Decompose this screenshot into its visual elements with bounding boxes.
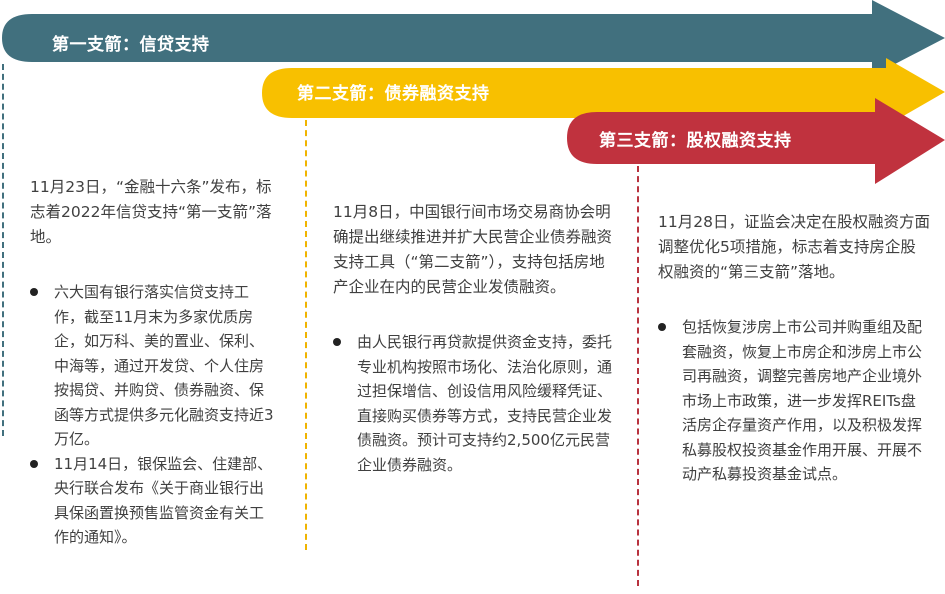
arrow-second <box>262 58 945 126</box>
arrow-second-label: 第二支箭：债券融资支持 <box>297 84 490 104</box>
column-second: 11月8日，中国银行间市场交易商协会明确提出继续推进并扩大民营企业债券融资支持工… <box>333 200 613 477</box>
column-second-intro: 11月8日，中国银行间市场交易商协会明确提出继续推进并扩大民营企业债券融资支持工… <box>333 203 613 296</box>
dash-first <box>2 64 4 436</box>
column-third: 11月28日，证监会决定在股权融资方面调整优化5项措施，标志着支持房企股权融资的… <box>658 210 930 487</box>
arrow-first-label: 第一支箭：信贷支持 <box>52 35 210 55</box>
arrow-third-shape <box>567 98 945 184</box>
bullet-dot-icon <box>30 288 38 296</box>
arrow-third <box>567 98 945 184</box>
bullet-text: 六大国有银行落实信贷支持工作，截至11月末为多家优质房企，如万科、美的置业、保利… <box>54 283 274 448</box>
bullet-text: 由人民银行再贷款提供资金支持，委托专业机构按照市场化、法治化原则，通过担保增信、… <box>357 333 613 474</box>
bullet-item: 11月14日，银保监会、住建部、央行联合发布《关于商业银行出具保函置换预售监管资… <box>30 452 278 550</box>
bullet-dot-icon <box>30 459 38 468</box>
arrow-third-label: 第三支箭：股权融资支持 <box>599 131 792 151</box>
column-first-bullets: 六大国有银行落实信贷支持工作，截至11月末为多家优质房企，如万科、美的置业、保利… <box>30 280 278 550</box>
dash-third <box>637 166 639 586</box>
column-first-intro: 11月23日，“金融十六条”发布，标志着2022年信贷支持“第一支箭”落地。 <box>30 178 272 246</box>
arrow-first <box>2 0 945 76</box>
bullet-dot-icon <box>333 338 341 346</box>
bullet-dot-icon <box>658 323 666 331</box>
bullet-text: 11月14日，银保监会、住建部、央行联合发布《关于商业银行出具保函置换预售监管资… <box>54 454 273 547</box>
column-third-intro: 11月28日，证监会决定在股权融资方面调整优化5项措施，标志着支持房企股权融资的… <box>658 213 930 281</box>
column-second-bullets: 由人民银行再贷款提供资金支持，委托专业机构按照市场化、法治化原则，通过担保增信、… <box>333 330 613 477</box>
arrow-first-shape <box>2 0 945 76</box>
bullet-item: 由人民银行再贷款提供资金支持，委托专业机构按照市场化、法治化原则，通过担保增信、… <box>333 330 613 477</box>
arrow-second-shape <box>262 58 945 126</box>
bullet-item: 包括恢复涉房上市公司并购重组及配套融资，恢复上市房企和涉房上市公司再融资，调整完… <box>658 315 930 487</box>
column-first: 11月23日，“金融十六条”发布，标志着2022年信贷支持“第一支箭”落地。 六… <box>30 175 278 550</box>
bullet-item: 六大国有银行落实信贷支持工作，截至11月末为多家优质房企，如万科、美的置业、保利… <box>30 280 278 452</box>
bullet-text: 包括恢复涉房上市公司并购重组及配套融资，恢复上市房企和涉房上市公司再融资，调整完… <box>682 318 923 483</box>
column-third-bullets: 包括恢复涉房上市公司并购重组及配套融资，恢复上市房企和涉房上市公司再融资，调整完… <box>658 315 930 487</box>
dash-second <box>305 120 307 550</box>
